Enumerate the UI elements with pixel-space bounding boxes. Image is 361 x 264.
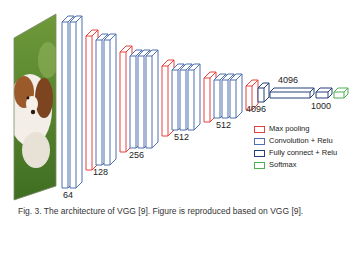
- layer-size-label: 128: [93, 168, 108, 178]
- layer-size-label: 512: [174, 133, 189, 143]
- layer-size-label: 1000: [311, 102, 331, 112]
- layer-size-label: 64: [63, 191, 73, 201]
- legend-swatch: [254, 150, 265, 157]
- legend-swatch: [254, 126, 265, 133]
- figure-caption: Fig. 3. The architecture of VGG [9]. Fig…: [18, 206, 344, 217]
- layer-size-label: 256: [129, 151, 144, 161]
- layer-size-label: 4096: [246, 105, 266, 115]
- legend-text: Softmax: [269, 160, 297, 170]
- layer-size-label: 4096: [278, 76, 298, 86]
- input-image: [8, 14, 58, 200]
- legend-swatch: [254, 162, 265, 169]
- layer-size-label: 512: [216, 121, 231, 131]
- legend-text: Convolution + Relu: [269, 136, 333, 146]
- layer-blocks: [62, 16, 348, 188]
- legend-swatch: [254, 138, 265, 145]
- legend-text: Max pooling: [269, 124, 309, 134]
- legend-text: Fully connect + Relu: [269, 148, 337, 158]
